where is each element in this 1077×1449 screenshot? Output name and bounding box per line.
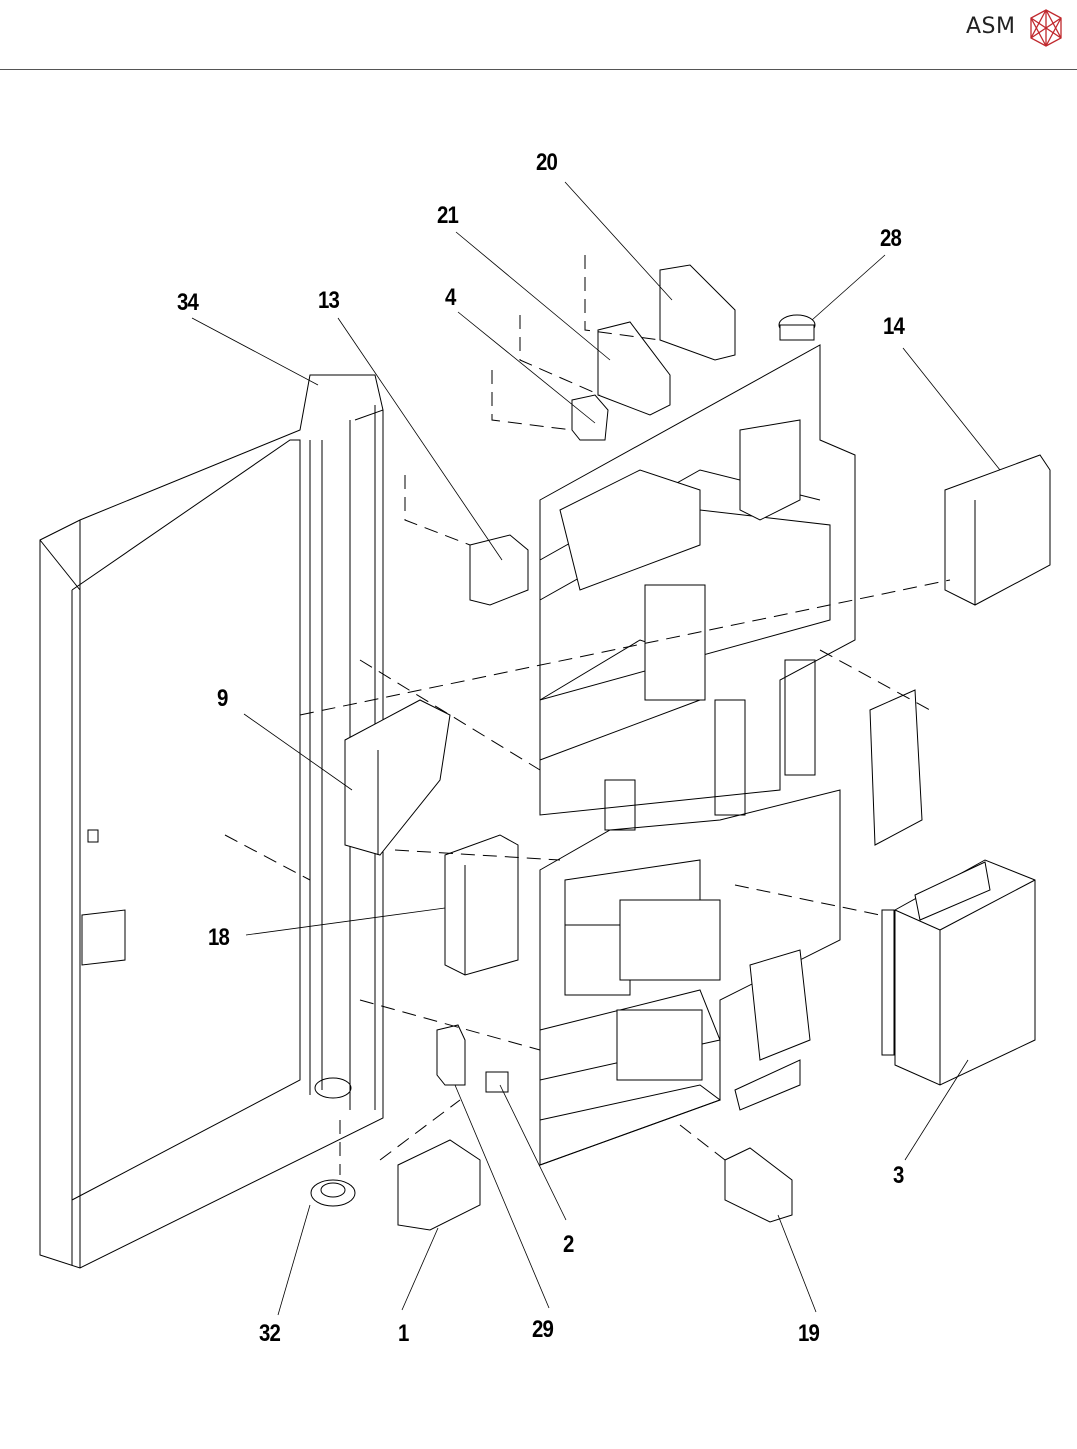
part-board bbox=[870, 690, 922, 845]
part-32-grommet bbox=[311, 1180, 355, 1206]
callout-32: 32 bbox=[259, 1320, 280, 1348]
part-4-block bbox=[572, 395, 608, 440]
callout-2: 2 bbox=[563, 1231, 574, 1259]
part-1-module bbox=[398, 1140, 480, 1230]
callout-14: 14 bbox=[883, 313, 904, 341]
callout-3: 3 bbox=[893, 1162, 904, 1190]
callout-21: 21 bbox=[437, 202, 458, 230]
part-20-block bbox=[660, 265, 735, 360]
part-29-block bbox=[437, 1025, 465, 1085]
callout-28: 28 bbox=[880, 225, 901, 253]
callout-18: 18 bbox=[208, 924, 229, 952]
part-3-enclosure bbox=[882, 860, 1035, 1085]
callout-29: 29 bbox=[532, 1316, 553, 1344]
part-14-bracket bbox=[945, 455, 1050, 605]
callout-20: 20 bbox=[536, 149, 557, 177]
part-34-door-frame bbox=[40, 375, 383, 1268]
callout-19: 19 bbox=[798, 1320, 819, 1348]
part-21-block bbox=[598, 322, 670, 415]
callout-9: 9 bbox=[217, 685, 228, 713]
part-13-block bbox=[470, 535, 528, 605]
part-18-module bbox=[445, 835, 518, 975]
part-2-relay bbox=[486, 1072, 508, 1092]
callout-4: 4 bbox=[445, 284, 456, 312]
callout-34: 34 bbox=[177, 289, 198, 317]
callout-13: 13 bbox=[318, 287, 339, 315]
callout-1: 1 bbox=[398, 1320, 409, 1348]
part-19-block bbox=[725, 1148, 792, 1222]
part-28-grommet bbox=[779, 315, 815, 340]
